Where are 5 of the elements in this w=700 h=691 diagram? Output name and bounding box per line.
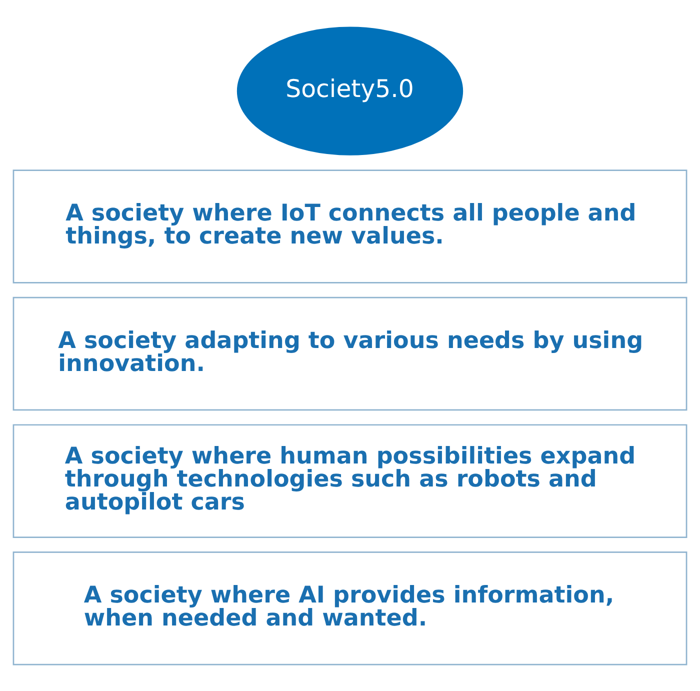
node-box: A society where human possibilities expand through technologies such as robots and autopilot cars [12,424,688,538]
node-box: A society where AI provides information, when needed and wanted. [12,551,688,665]
node-ellipse: Society5.0 [236,26,464,155]
node-box: A society adapting to various needs by using innovation. [12,296,688,410]
node-box: A society where IoT connects all people and things, to create new values. [12,169,688,283]
